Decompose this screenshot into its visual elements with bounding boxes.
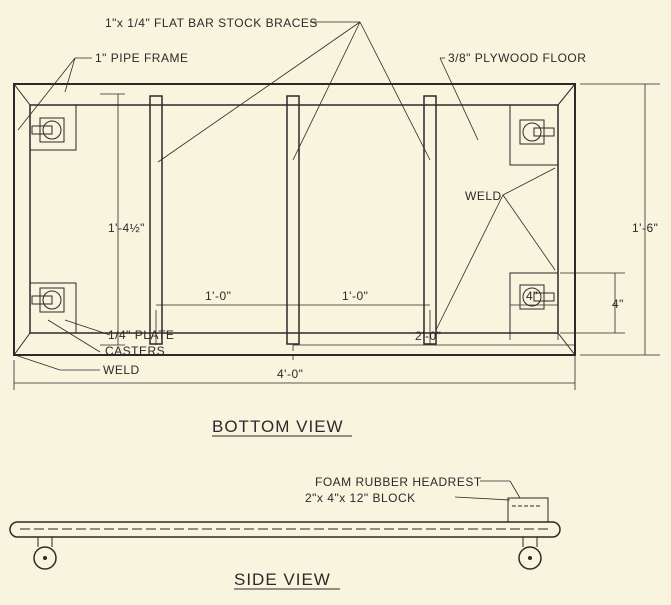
dim-brace-1: 1'-0" — [205, 289, 231, 303]
pipe-frame-label: 1" PIPE FRAME — [95, 51, 188, 65]
headrest-block — [507, 497, 549, 523]
casters-label: CASTERS — [105, 344, 165, 358]
frame-miters — [13, 83, 576, 356]
braces-label: 1"x 1/4" FLAT BAR STOCK BRACES — [105, 16, 318, 30]
weld-label-left: WELD — [103, 363, 140, 377]
dim-caster-h: 4" — [526, 289, 538, 303]
dim-inner-height: 1'-4½" — [108, 221, 145, 235]
caster-wheel — [518, 537, 542, 570]
pipe-frame-outer — [13, 83, 576, 356]
leader-lines — [14, 21, 556, 501]
caster-wheel — [33, 537, 57, 570]
bottom-view-title: BOTTOM VIEW — [212, 417, 344, 436]
dimension-lines — [13, 83, 660, 390]
caster-plate — [29, 282, 77, 334]
side-view-title: SIDE VIEW — [234, 570, 331, 589]
side-view — [9, 497, 561, 570]
weld-label-right: WELD — [465, 189, 502, 203]
labels: 1"x 1/4" FLAT BAR STOCK BRACES 1" PIPE F… — [95, 16, 658, 590]
bottom-view — [13, 83, 576, 356]
headrest-size-label: 2"x 4"x 12" BLOCK — [305, 491, 416, 505]
braces — [149, 95, 437, 345]
brace — [423, 95, 437, 345]
plywood-floor — [29, 104, 559, 334]
caster-plate — [29, 104, 77, 151]
brace — [286, 95, 300, 345]
plywood-label: 3/8" PLYWOOD FLOOR — [448, 51, 586, 65]
dim-brace-2: 1'-0" — [342, 289, 368, 303]
caster-plate — [509, 104, 559, 166]
brace — [149, 95, 163, 345]
headrest-label: FOAM RUBBER HEADREST — [315, 475, 482, 489]
caster-plate — [509, 272, 559, 334]
dim-overall-height: 1'-6" — [632, 221, 658, 235]
dim-caster-v: 4" — [612, 297, 624, 311]
plate-label: 1/4" PLATE — [108, 328, 174, 342]
dim-half-length: 2'-0" — [415, 329, 441, 343]
caster-plates — [29, 104, 559, 334]
dim-overall-length: 4'-0" — [277, 367, 303, 381]
side-frame — [9, 521, 561, 538]
